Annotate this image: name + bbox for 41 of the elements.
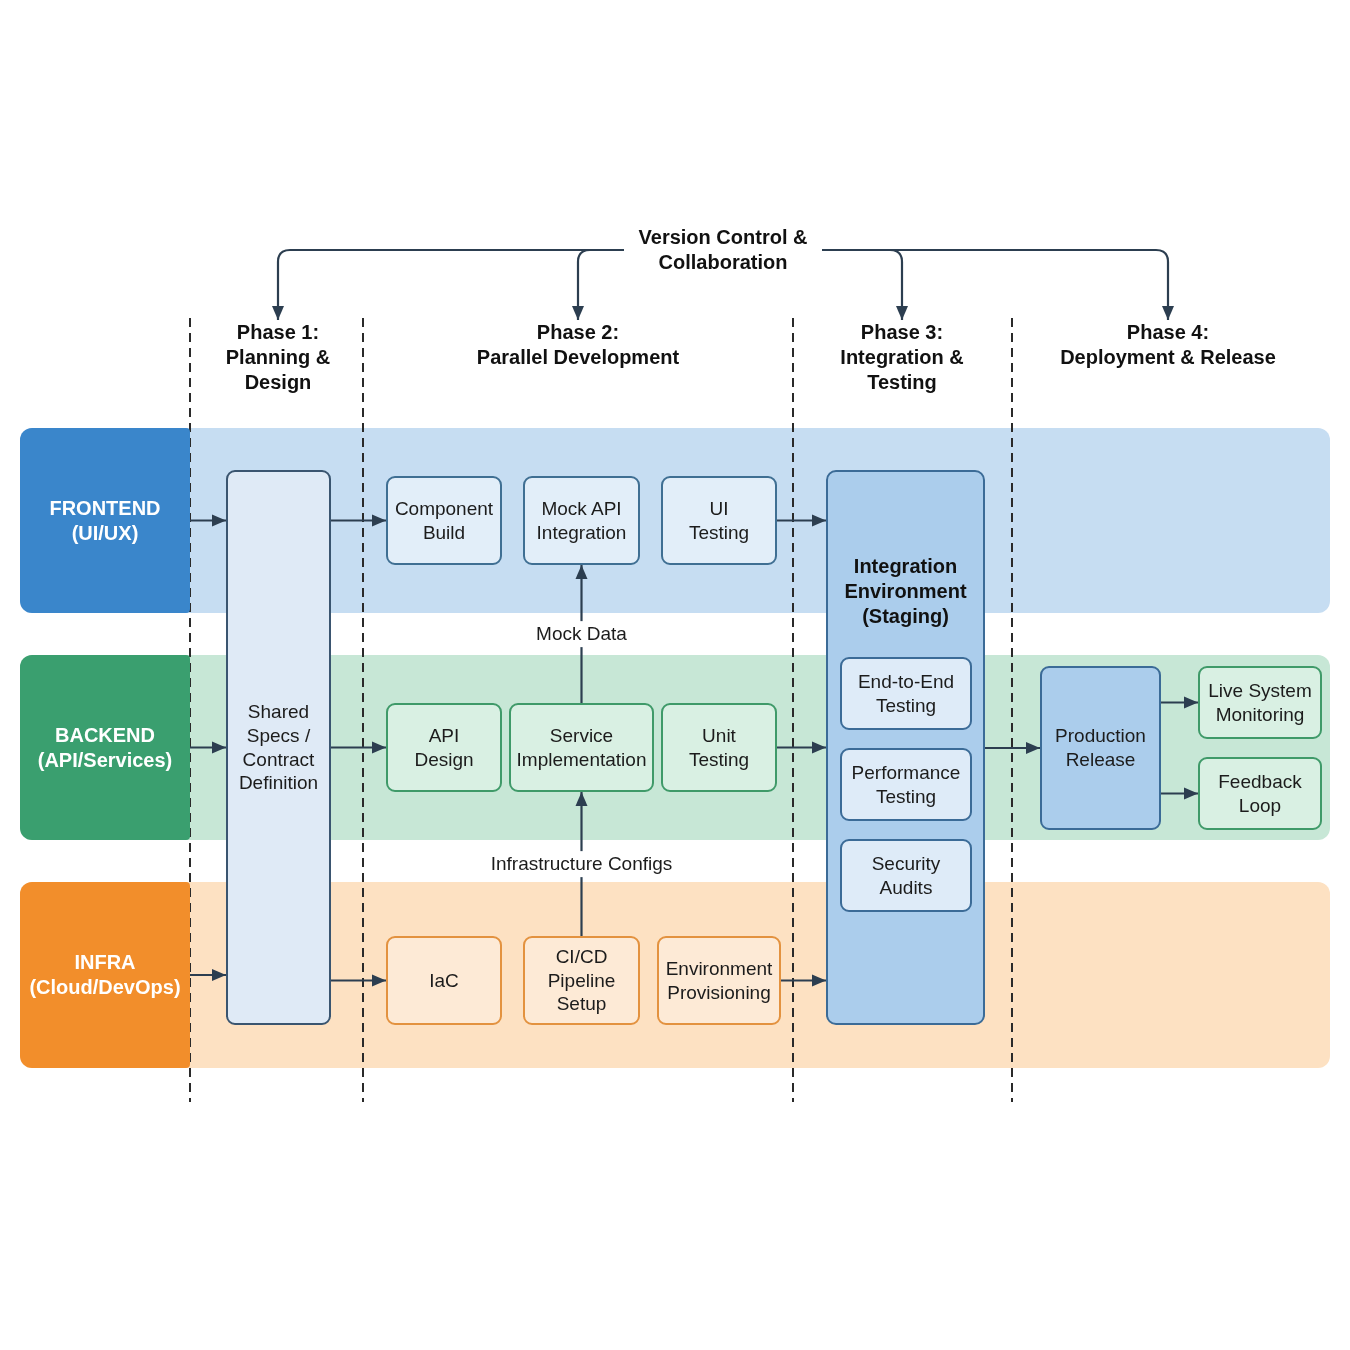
phase-heading: Phase 4: Deployment & Release [1038,320,1298,376]
container-title: Integration Environment (Staging) [843,554,968,629]
arrow [331,974,386,987]
process-box: Live System Monitoring [1198,666,1322,739]
process-box: CI/CD Pipeline Setup [523,936,640,1025]
process-box: Environment Provisioning [657,936,781,1025]
arrow [575,565,588,703]
process-box: UI Testing [661,476,777,565]
phase-heading: Phase 3: Integration & Testing [832,320,972,400]
lane-header: BACKEND (API/Services) [20,655,190,840]
arrow [822,248,1174,320]
process-box: Production Release [1040,666,1161,830]
arrow [190,514,226,527]
process-box: Performance Testing [840,748,972,821]
arrow [1161,787,1198,800]
process-box: Shared Specs / Contract Definition [226,470,331,1025]
lane-header: INFRA (Cloud/DevOps) [20,882,190,1068]
lane-header: FRONTEND (UI/UX) [20,428,190,613]
heading: Version Control & Collaboration [624,224,822,276]
phase-heading: Phase 2: Parallel Development [458,320,698,376]
arrow [781,974,826,987]
process-box: IaC [386,936,502,1025]
arrow [190,969,226,981]
arrow [572,248,624,320]
arrow [985,742,1040,754]
arrow [331,514,386,527]
process-box: End-to-End Testing [840,657,972,730]
arrow [1161,696,1198,709]
arrow [331,741,386,754]
process-box: Mock API Integration [523,476,640,565]
process-box: API Design [386,703,502,792]
process-box: Security Audits [840,839,972,912]
arrow [777,514,826,527]
process-box: Feedback Loop [1198,757,1322,830]
process-box: Service Implementation [509,703,654,792]
phase-heading: Phase 1: Planning & Design [213,320,343,400]
arrow [777,741,826,754]
process-box: Unit Testing [661,703,777,792]
arrow [575,792,588,936]
arrow [190,741,226,754]
process-box: Component Build [386,476,502,565]
